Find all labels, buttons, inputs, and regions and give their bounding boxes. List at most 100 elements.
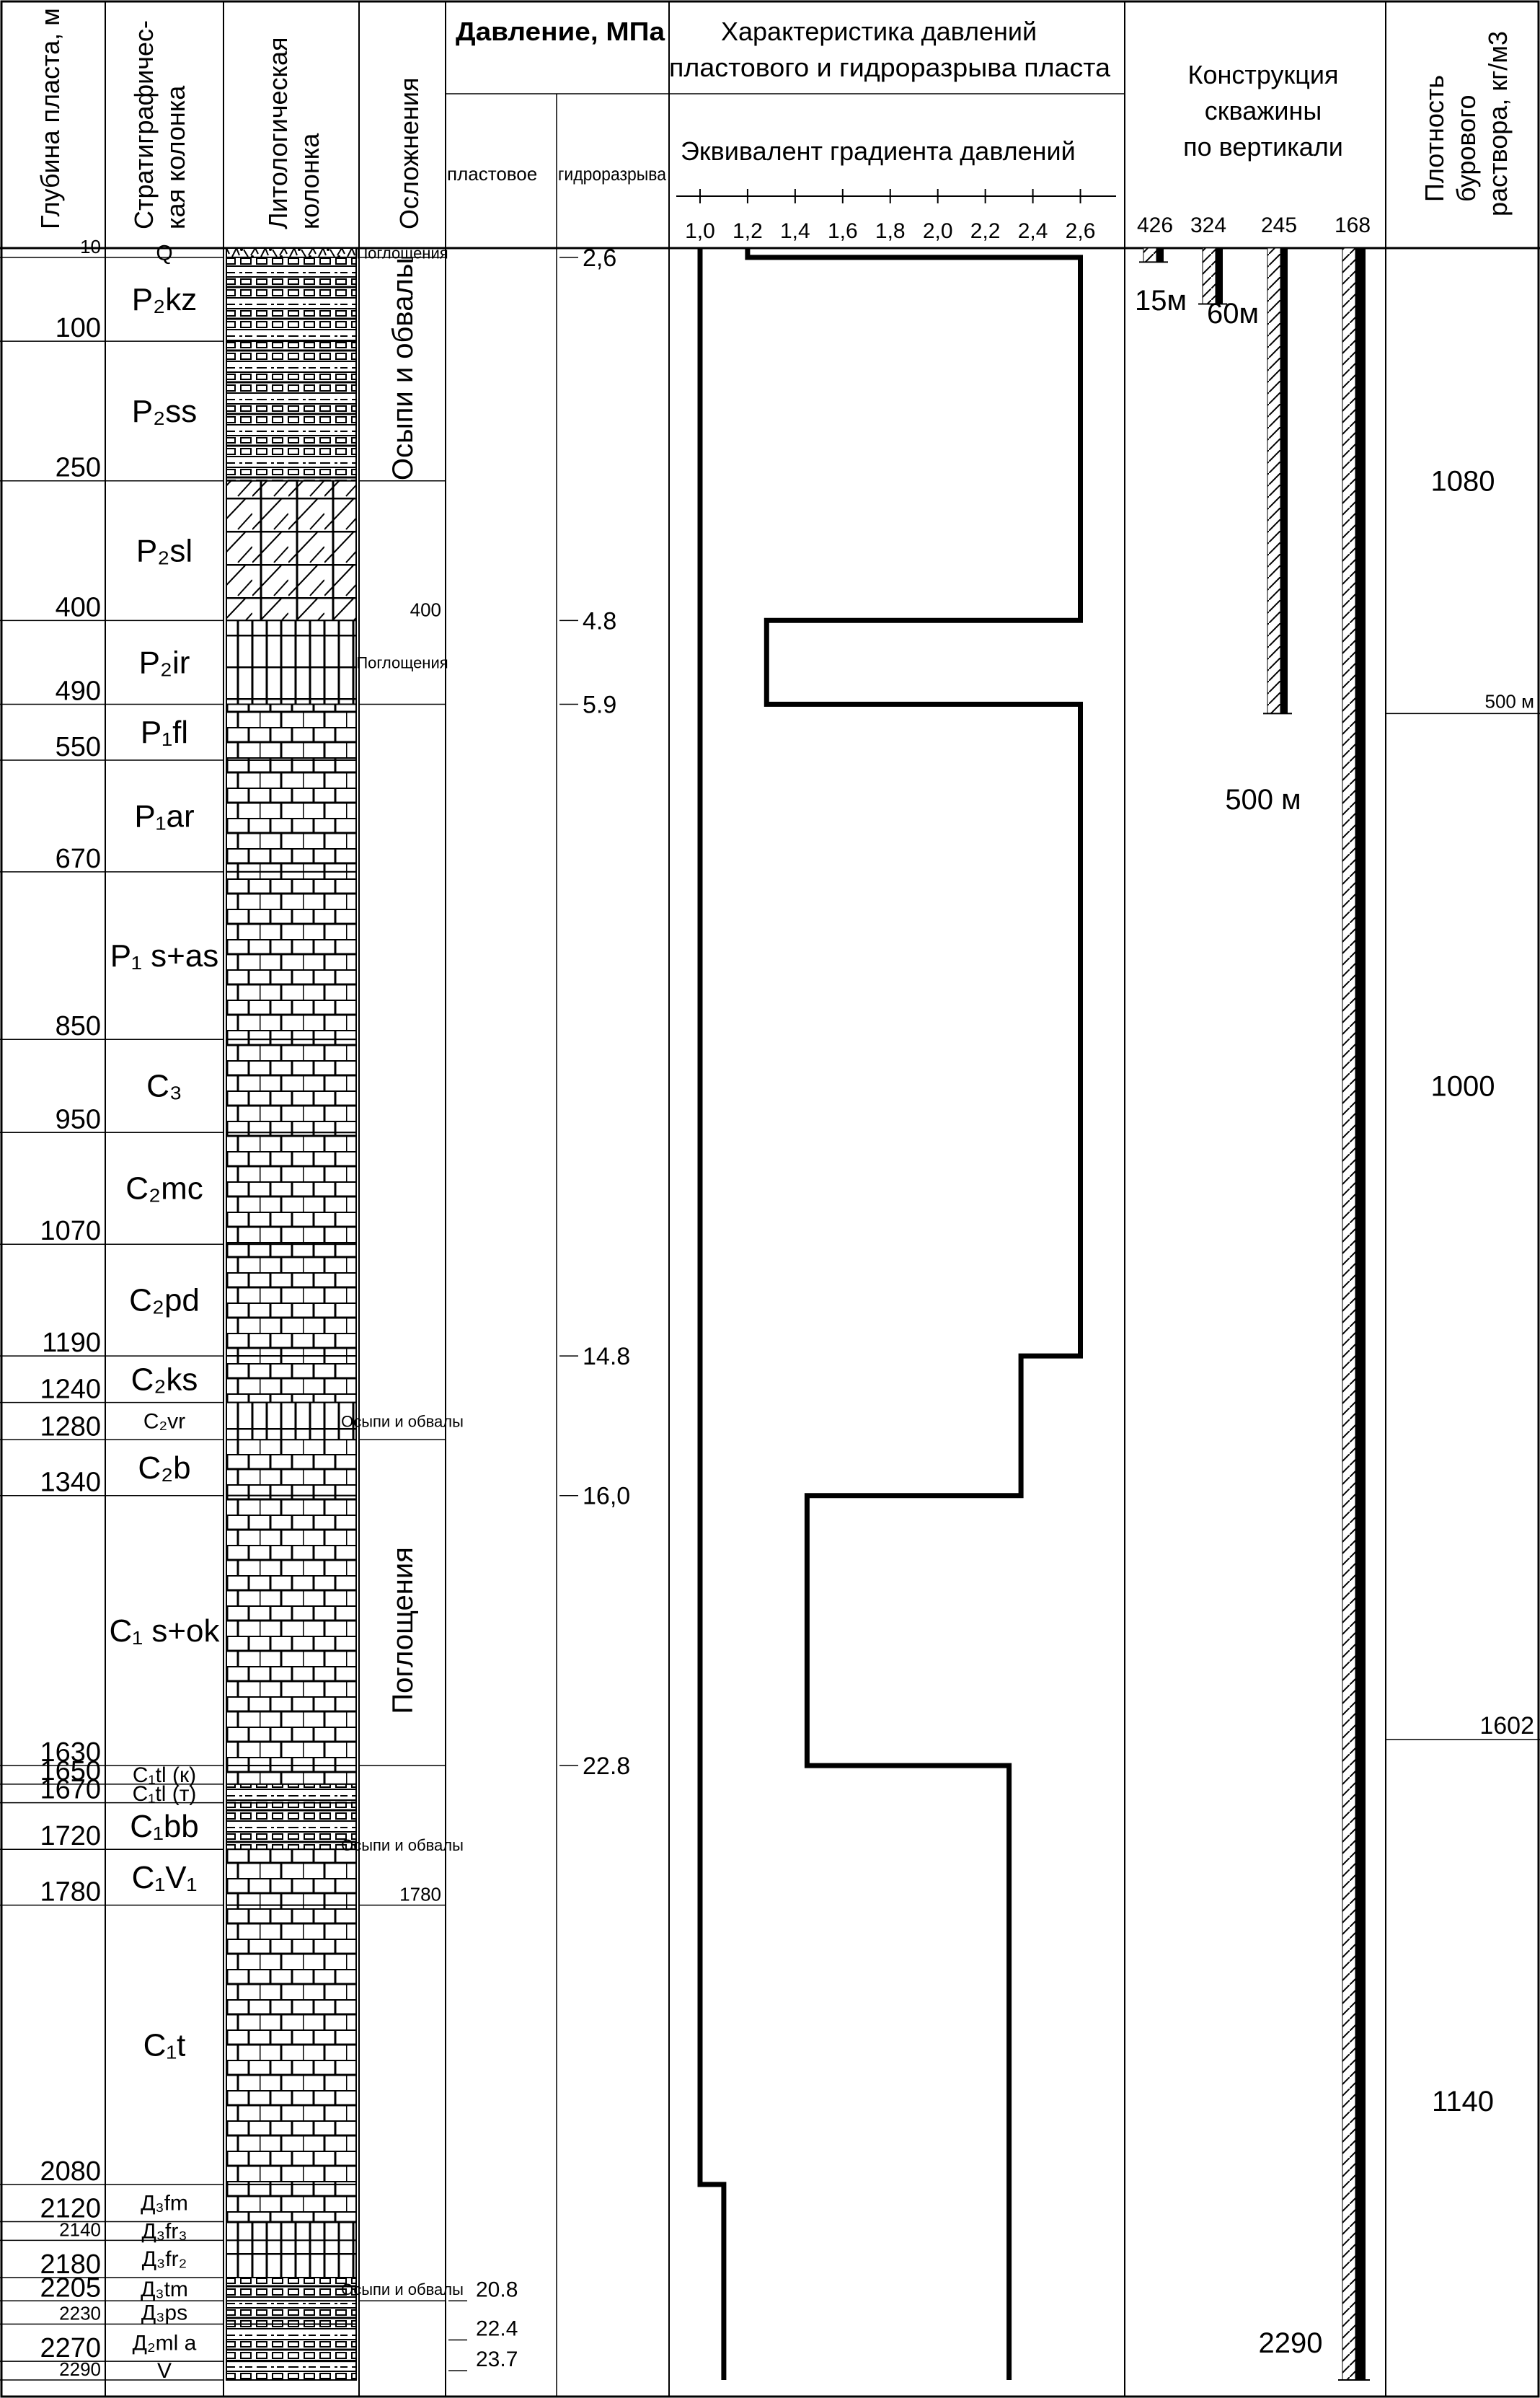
stratum-label: C₂b [138,1450,190,1486]
stratum-label: Д₃fm [141,2192,188,2216]
lithology-interval [226,1039,357,1134]
depth-label: 250 [56,453,101,483]
casing-pipe [1156,248,1164,263]
frac-pressure-label: 4.8 [583,607,616,635]
frac-pressure-label: 14.8 [583,1343,630,1370]
formation-pressure-label: 20.8 [476,2278,518,2301]
complication-label: Осыпи и обвалы [341,1836,464,1854]
density-value: 1080 [1431,466,1495,498]
stratum-label: C₁t [143,2027,186,2063]
depth-label: 2080 [40,2156,101,2187]
lithology-interval [226,340,357,482]
frac-pressure-gradient-line [745,248,1083,2380]
lithology-interval [226,759,357,873]
x-tick-label: 1,2 [733,219,763,243]
complication-label: Осыпи и обвалы [341,1412,464,1430]
x-tick-label: 1,0 [685,219,715,243]
casing-diameter-label: 426 [1137,213,1173,237]
header-construction-line3: по вертикали [1183,132,1343,162]
depth-label: 1720 [40,1821,101,1851]
depth-label: 2205 [40,2273,101,2303]
depth-label: 10 [80,236,101,257]
depth-label: 2140 [59,2218,101,2240]
lithology-interval [226,247,357,258]
header-density-line2: бурового [1451,94,1481,202]
header-strat-line2: кая колонка [161,85,190,229]
header-pressure-gradient: Эквивалент градиента давлений [681,136,1076,166]
casing-diameter-label: 324 [1190,213,1226,237]
pressure-column: 20.822.423.72,64.85.914.816,022.8 [448,244,630,2371]
x-tick-label: 1,8 [875,219,906,243]
stratum-label: P₂ir [139,645,190,680]
stratum-label: C₂ks [131,1362,198,1397]
complication-label: Поглощения [387,1547,419,1714]
frac-pressure-label: 2,6 [583,244,616,272]
stratum-label: C₂pd [129,1283,200,1318]
frac-pressure-label: 22.8 [583,1753,630,1780]
stratum-label: P₂sl [136,534,192,569]
header-pressure: Давление, МПа [456,17,665,46]
header-pressure-frac: гидроразрыва [558,163,666,185]
stratum-label: Q [156,241,172,265]
depth-label: 850 [56,1011,101,1041]
stratum-label: Д₃fr₂ [142,2247,187,2271]
stratum-label: Д₃tm [141,2278,188,2301]
lithology-interval [226,1355,357,1403]
x-tick-label: 2,4 [1018,219,1048,243]
casing-depth-label: 2290 [1259,2327,1323,2359]
stratum-label: P₁fl [141,715,188,750]
formation-pressure-label: 23.7 [476,2348,518,2371]
depth-label: 1070 [40,1216,101,1246]
stratum-label: C₂mc [125,1171,203,1207]
depth-label: 490 [56,676,101,707]
depth-label: 1650 [40,1756,101,1786]
depth-label: 1780 [40,1877,101,1908]
lithology-interval [226,2300,357,2325]
depth-label: 550 [56,732,101,762]
header-strat-line1: Стратиграфичес- [129,20,159,229]
casing-depth-label: 15м [1135,285,1187,317]
depth-label: 1340 [40,1468,101,1498]
lithology-interval [226,1439,357,1496]
lithology-interval [226,1783,357,1804]
header-complications: Осложнения [394,78,424,230]
formation-pressure-label: 22.4 [476,2317,518,2340]
depth-label: 1630 [40,1737,101,1768]
lithology-interval [226,2360,357,2381]
stratum-label: C₁tl (к) [133,1763,196,1787]
casing-pipe [1280,248,1288,714]
depth-label: 100 [56,313,101,343]
casing-diameter-label: 168 [1335,213,1371,237]
complication-label: Поглощения [356,244,448,262]
header-construction-line1: Конструкция [1188,60,1339,89]
casing-pipe [1216,248,1223,304]
depth-label: 2180 [40,2249,101,2280]
depth-label: 1240 [40,1375,101,1405]
complication-label: Осыпи и обвалы [387,257,419,480]
header-density-line1: Плотность [1420,75,1449,202]
stratum-label: C₁bb [130,1809,199,1844]
stratum-label: C₂vr [143,1409,185,1433]
x-tick-label: 2,0 [923,219,953,243]
stratum-label: Д₂ml a [133,2331,197,2355]
lithology-interval [226,2221,357,2241]
lithology-interval [226,620,357,705]
depth-label: 1670 [40,1775,101,1805]
stratum-label: P₁ s+as [110,938,219,974]
lithology-column [226,247,357,2381]
stratum-label: C₃ [146,1069,182,1104]
frac-pressure-label: 5.9 [583,692,616,719]
complication-depth-label: 1780 [399,1884,441,1905]
lithology-interval [226,1243,357,1357]
depth-column: 1010025040049055067085095010701190124012… [0,236,105,2381]
depth-label: 2290 [59,2358,101,2380]
x-tick-label: 1,6 [828,219,858,243]
lithology-interval [226,256,357,343]
